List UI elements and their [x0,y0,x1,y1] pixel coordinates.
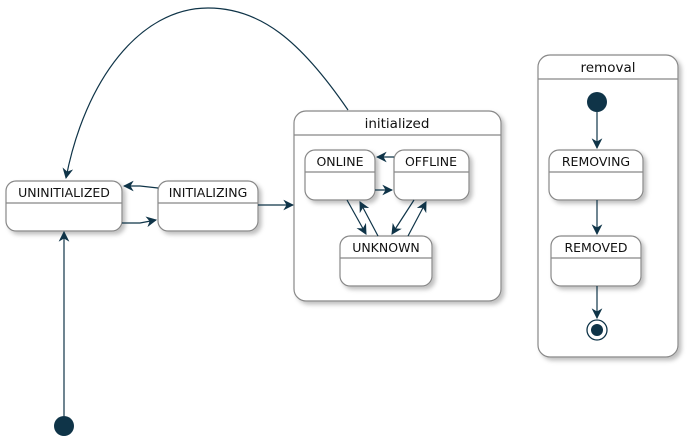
composite-initialized-label: initialized [365,116,430,132]
edge-initializing-to-uninitialized [122,180,159,192]
removal-initial-state-dot [587,92,607,112]
state-online: ONLINE [304,149,376,201]
edge-uninitialized-to-initializing [122,216,158,228]
edge-initialized-to-uninitialized [62,7,349,180]
state-offline: OFFLINE [393,149,470,201]
edge-online-to-unknown [346,199,367,235]
state-unknown: UNKNOWN [339,235,433,287]
state-removing-label: REMOVING [562,154,630,169]
edge-offline-to-unknown [391,199,415,235]
composite-removal: removal [537,54,679,358]
initial-state-dot [54,416,74,436]
state-online-label: ONLINE [316,154,363,169]
state-uninitialized: UNINITIALIZED [5,180,123,232]
removal-final-state [586,319,608,341]
state-uninitialized-label: UNINITIALIZED [18,185,110,200]
state-removing: REMOVING [548,149,644,201]
state-offline-label: OFFLINE [405,154,457,169]
state-removed-label: REMOVED [564,240,627,255]
composite-removal-label: removal [581,60,636,76]
edge-unknown-to-online [359,201,379,237]
state-initializing-label: INITIALIZING [169,185,248,200]
edge-unknown-to-offline [407,201,427,237]
state-initializing: INITIALIZING [157,180,259,232]
state-unknown-label: UNKNOWN [352,240,420,255]
state-removed: REMOVED [550,235,642,287]
